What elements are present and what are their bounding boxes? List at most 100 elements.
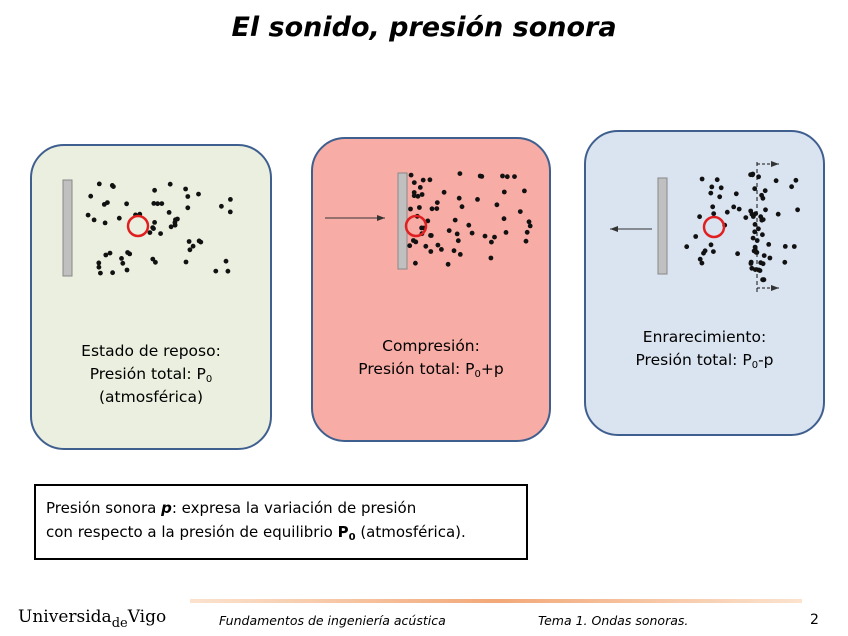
particle-dot xyxy=(711,211,716,216)
particle-dot xyxy=(709,242,714,247)
particle-dot xyxy=(761,261,766,266)
air-particles xyxy=(684,172,800,283)
particle-dot xyxy=(105,200,110,205)
slide-title: El sonido, presión sonora xyxy=(0,12,848,43)
particle-dot xyxy=(152,188,157,193)
rarefaction-pressure-suffix: -p xyxy=(758,351,773,369)
particle-dot xyxy=(430,206,435,211)
logo-text: Vigo xyxy=(128,607,167,627)
definition-text: : expresa la variación de presión xyxy=(172,499,416,517)
particle-dot xyxy=(789,184,794,189)
logo-text: de xyxy=(112,616,128,631)
particle-dot xyxy=(755,238,760,243)
particle-dot xyxy=(407,243,412,248)
rarefaction-illustration xyxy=(586,132,827,438)
piston-plate xyxy=(398,173,407,269)
particle-dot xyxy=(751,236,756,241)
particle-dot xyxy=(185,205,190,210)
rest-caption-line2: Presión total: P0 xyxy=(32,363,270,386)
piston-plate xyxy=(658,178,667,274)
particle-dot xyxy=(167,210,172,215)
particle-dot xyxy=(709,185,714,190)
particle-dot xyxy=(458,252,463,257)
particle-dot xyxy=(173,223,178,228)
particle-dot xyxy=(187,239,192,244)
particle-dot xyxy=(228,210,233,215)
compression-caption-line1: Compresión: xyxy=(313,335,549,358)
particle-dot xyxy=(88,194,93,199)
particle-dot xyxy=(96,261,101,266)
panel-rest-state: Estado de reposo: Presión total: P0 (atm… xyxy=(30,144,272,450)
particle-dot xyxy=(749,261,754,266)
particle-dot xyxy=(758,214,763,219)
logo-text: Universida xyxy=(18,607,112,627)
particle-dot xyxy=(458,171,463,176)
definition-text: con respecto a la presión de equilibrio xyxy=(46,523,338,541)
particle-dot xyxy=(684,244,689,249)
symbol-p: p xyxy=(161,499,172,517)
particle-dot xyxy=(460,204,465,209)
particle-dot xyxy=(505,174,510,179)
particle-dot xyxy=(708,191,713,196)
particle-dot xyxy=(504,230,509,235)
definition-text: Presión sonora xyxy=(46,499,161,517)
particle-dot xyxy=(108,251,113,256)
particle-dot xyxy=(228,197,233,202)
rarefaction-caption-line2: Presión total: P0-p xyxy=(586,349,823,372)
air-particles xyxy=(407,171,532,267)
definition-line1: Presión sonora p: expresa la variación d… xyxy=(46,496,526,520)
symbol-P0: P xyxy=(338,523,349,541)
rarefaction-caption: Enrarecimiento: Presión total: P0-p xyxy=(586,326,823,372)
particle-dot xyxy=(761,277,766,282)
particle-dot xyxy=(213,269,218,274)
particle-dot xyxy=(184,260,189,265)
rest-caption: Estado de reposo: Presión total: P0 (atm… xyxy=(32,340,270,409)
particle-dot xyxy=(752,186,757,191)
particle-dot xyxy=(226,269,231,274)
compression-illustration xyxy=(313,139,553,444)
particle-dot xyxy=(774,178,779,183)
particle-dot xyxy=(103,221,108,226)
highlight-circle-icon xyxy=(704,217,724,237)
definition-box: Presión sonora p: expresa la variación d… xyxy=(34,484,528,560)
particle-dot xyxy=(224,259,229,264)
particle-dot xyxy=(412,180,417,185)
particle-dot xyxy=(409,173,414,178)
particle-dot xyxy=(697,214,702,219)
highlight-circle-icon xyxy=(128,216,148,236)
particle-dot xyxy=(120,261,125,266)
particle-dot xyxy=(525,230,530,235)
particle-dot xyxy=(703,248,708,253)
particle-dot xyxy=(492,235,497,240)
particle-dot xyxy=(428,177,433,182)
particle-dot xyxy=(522,189,527,194)
particle-dot xyxy=(97,265,102,270)
particle-dot xyxy=(754,250,759,255)
page-number: 2 xyxy=(810,612,819,628)
particle-dot xyxy=(447,228,452,233)
particle-dot xyxy=(124,201,129,206)
particle-dot xyxy=(219,204,224,209)
particle-dot xyxy=(466,223,471,228)
topic-name: Tema 1. Ondas sonoras. xyxy=(538,613,688,628)
particle-dot xyxy=(436,243,441,248)
particle-dot xyxy=(524,239,529,244)
panel-compression: Compresión: Presión total: P0+p xyxy=(311,137,551,442)
particle-dot xyxy=(417,205,422,210)
particle-dot xyxy=(442,190,447,195)
particle-dot xyxy=(158,231,163,236)
rarefaction-caption-line1: Enrarecimiento: xyxy=(586,326,823,349)
particle-dot xyxy=(489,256,494,261)
particle-dot xyxy=(792,244,797,249)
particle-dot xyxy=(752,229,757,234)
particle-dot xyxy=(435,200,440,205)
particle-dot xyxy=(693,234,698,239)
particle-dot xyxy=(421,178,426,183)
particle-dot xyxy=(715,177,720,182)
particle-dot xyxy=(423,244,428,249)
particle-dot xyxy=(446,262,451,267)
particle-dot xyxy=(103,253,108,258)
particle-dot xyxy=(502,190,507,195)
particle-dot xyxy=(413,261,418,266)
particle-dot xyxy=(125,250,130,255)
